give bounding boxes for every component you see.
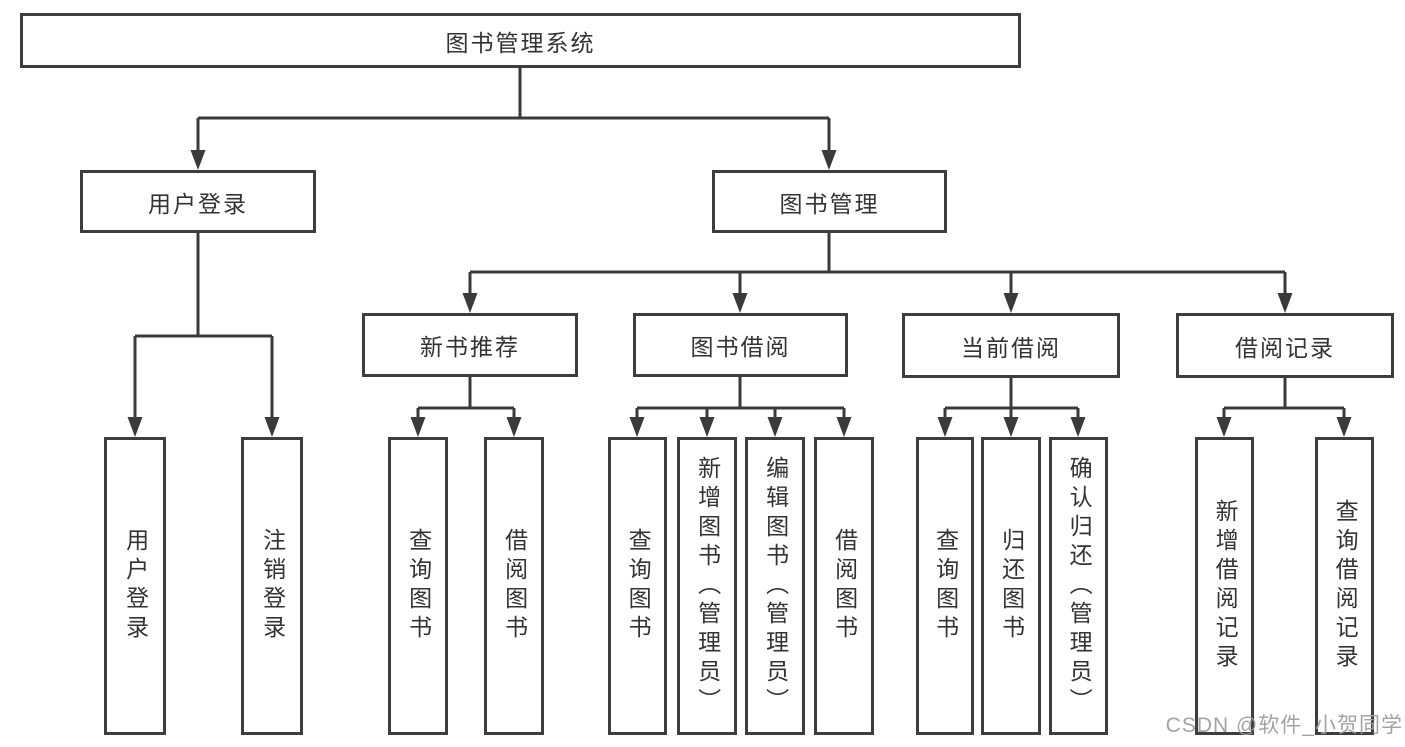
leaf-borrow-book-recommend-label: 借阅图书 bbox=[501, 528, 528, 644]
leaf-return-book: 归还图书 bbox=[981, 437, 1041, 735]
leaf-borrow-book-label: 借阅图书 bbox=[831, 528, 858, 644]
node-library-system: 图书管理系统 bbox=[20, 13, 1021, 68]
node-book-borrow: 图书借阅 bbox=[633, 313, 848, 377]
leaf-add-book-admin-label: 新增图书（管理员） bbox=[694, 455, 721, 717]
leaf-confirm-return-admin: 确认归还（管理员） bbox=[1049, 437, 1108, 735]
leaf-query-book-current: 查询图书 bbox=[916, 437, 974, 735]
watermark-text: CSDN @软件_小贺同学 bbox=[1165, 714, 1403, 737]
node-borrow-records: 借阅记录 bbox=[1176, 313, 1394, 378]
leaf-query-borrow-record: 查询借阅记录 bbox=[1315, 437, 1374, 735]
leaf-return-book-label: 归还图书 bbox=[998, 528, 1025, 644]
leaf-edit-book-admin: 编辑图书（管理员） bbox=[745, 437, 805, 735]
leaf-query-book-borrow: 查询图书 bbox=[608, 437, 667, 735]
leaf-user-login-label: 用户登录 bbox=[122, 528, 149, 644]
leaf-edit-book-admin-label: 编辑图书（管理员） bbox=[762, 455, 789, 717]
node-new-book-recommend: 新书推荐 bbox=[362, 313, 578, 377]
leaf-query-book-recommend-label: 查询图书 bbox=[405, 528, 432, 644]
leaf-add-borrow-record: 新增借阅记录 bbox=[1195, 437, 1254, 735]
leaf-add-book-admin: 新增图书（管理员） bbox=[677, 437, 737, 735]
node-current-borrow: 当前借阅 bbox=[902, 313, 1120, 378]
leaf-borrow-book-recommend: 借阅图书 bbox=[484, 437, 544, 735]
leaf-query-book-current-label: 查询图书 bbox=[932, 528, 959, 644]
leaf-logout-label: 注销登录 bbox=[259, 528, 286, 644]
leaf-borrow-book: 借阅图书 bbox=[814, 437, 874, 735]
leaf-confirm-return-admin-label: 确认归还（管理员） bbox=[1066, 455, 1093, 717]
leaf-query-book-recommend: 查询图书 bbox=[388, 437, 448, 735]
leaf-add-borrow-record-label: 新增借阅记录 bbox=[1212, 499, 1239, 673]
node-user-login: 用户登录 bbox=[80, 170, 316, 233]
leaf-query-book-borrow-label: 查询图书 bbox=[625, 528, 652, 644]
leaf-query-borrow-record-label: 查询借阅记录 bbox=[1332, 499, 1359, 673]
leaf-user-login: 用户登录 bbox=[104, 437, 166, 735]
leaf-logout: 注销登录 bbox=[241, 437, 303, 735]
node-book-management: 图书管理 bbox=[712, 170, 947, 233]
